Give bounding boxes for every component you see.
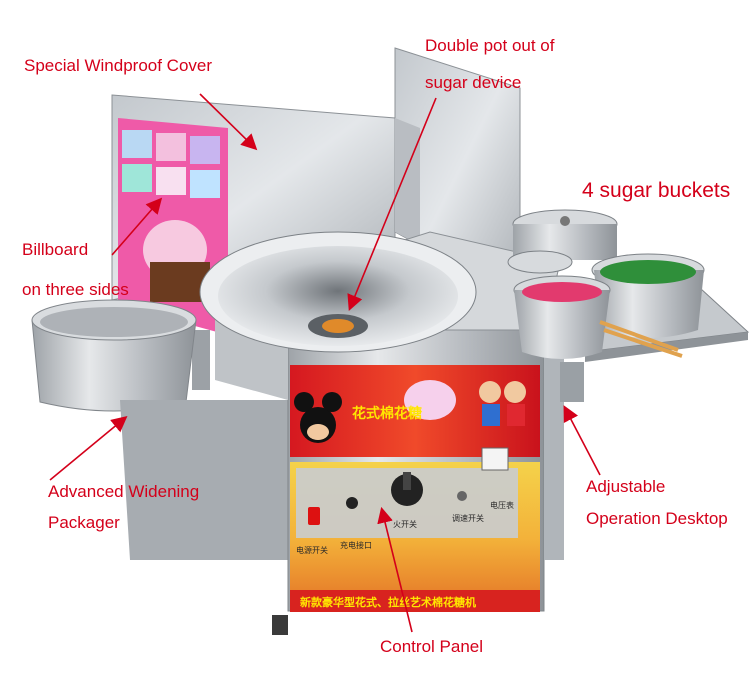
label-fire-switch: 火开关 (393, 519, 417, 529)
callout-desktop-line1: Adjustable (586, 477, 666, 496)
callout-billboard-line2: on three sides (22, 280, 129, 299)
poster-title: 花式棉花糖 (352, 405, 422, 422)
control-panel: 新款豪华型花式、拉丝艺术棉花糖机 电源开关 充电接口 火开关 调速开关 电压表 (290, 447, 540, 612)
label-power-switch: 电源开关 (296, 545, 328, 555)
arrow-billboard (111, 197, 163, 256)
banner-text: 新款豪华型花式、拉丝艺术棉花糖机 (300, 595, 476, 609)
sugar-pot (199, 231, 477, 353)
voltmeter-icon (481, 447, 509, 471)
billboard-poster (118, 118, 228, 335)
callout-packager-line1: Advanced Widening (48, 482, 200, 501)
callout-windproof-cover: Special Windproof Cover (24, 56, 213, 75)
label-charge-port: 充电接口 (340, 540, 372, 550)
arrow-windproof (199, 93, 258, 151)
callout-sugar-buckets: 4 sugar buckets (582, 179, 731, 202)
arrow-double-pot (347, 97, 437, 311)
callout-billboard-line1: Billboard (22, 240, 89, 259)
callout-double-pot-line2: sugar device (425, 73, 522, 92)
callout-arrows (49, 93, 601, 633)
callout-desktop-line2: Operation Desktop (586, 509, 728, 528)
arrow-packager (49, 415, 128, 481)
callout-control-panel: Control Panel (380, 637, 484, 656)
arrow-desktop (563, 405, 601, 476)
callout-packager-line2: Packager (48, 513, 120, 532)
speed-knob-icon[interactable] (457, 491, 467, 501)
widening-packager (31, 299, 210, 412)
front-poster: 花式棉花糖 (290, 365, 540, 457)
arrow-control-panel (377, 506, 413, 633)
callout-double-pot-line1: Double pot out of (425, 36, 555, 55)
label-voltmeter: 电压表 (490, 500, 514, 510)
charge-port-icon[interactable] (346, 497, 358, 509)
label-speed-switch: 调速开关 (452, 513, 484, 523)
power-switch-icon[interactable] (308, 507, 320, 525)
sugar-buckets (507, 209, 705, 359)
